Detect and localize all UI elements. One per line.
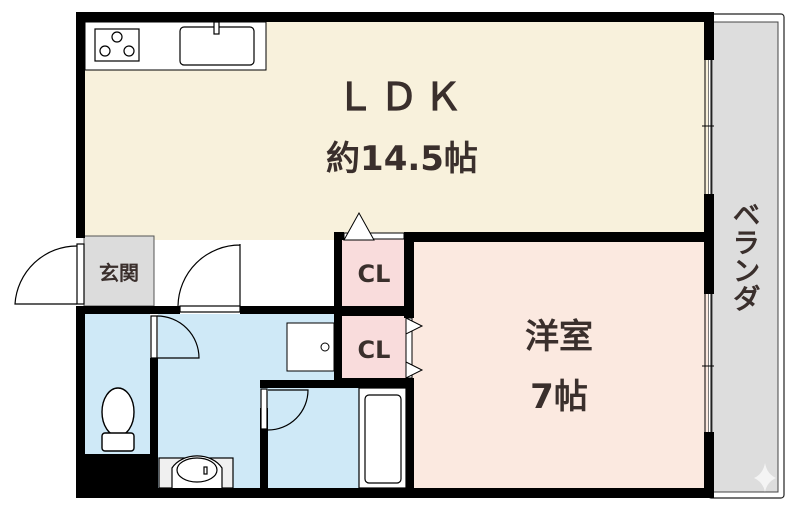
sparkle-icon xyxy=(754,463,776,492)
front-door[interactable] xyxy=(14,243,85,305)
western-label: 洋室 xyxy=(525,317,593,357)
entrance-label: 玄関 xyxy=(99,261,139,285)
balcony-label: ベランダ xyxy=(729,200,762,312)
ldk-size: 約14.5帖 xyxy=(326,139,478,179)
room-western xyxy=(412,240,708,490)
closet-upper-label: CL xyxy=(358,260,391,288)
bath-door[interactable] xyxy=(260,388,309,431)
toilet-icon xyxy=(101,387,135,452)
window-western xyxy=(702,294,714,432)
walls xyxy=(76,12,714,498)
wash-basin-icon xyxy=(158,455,234,489)
balcony xyxy=(707,13,785,499)
closet-door-upper[interactable] xyxy=(343,211,405,241)
toilet-door[interactable] xyxy=(150,315,200,359)
ldk-door[interactable] xyxy=(177,244,241,313)
room-closet-lower xyxy=(342,316,406,380)
kitchen-counter xyxy=(84,21,267,71)
closet-door-lower[interactable] xyxy=(405,317,424,379)
closet-lower-label: CL xyxy=(358,336,391,364)
room-closet-upper xyxy=(342,238,406,308)
bathtub-icon xyxy=(358,387,407,489)
stove-icon xyxy=(94,28,140,62)
washing-machine-space xyxy=(286,322,335,372)
window-ldk xyxy=(702,60,714,194)
ldk-label: ＬＤＫ xyxy=(336,75,468,119)
sink-icon xyxy=(179,21,255,66)
western-size: 7帖 xyxy=(530,377,588,417)
